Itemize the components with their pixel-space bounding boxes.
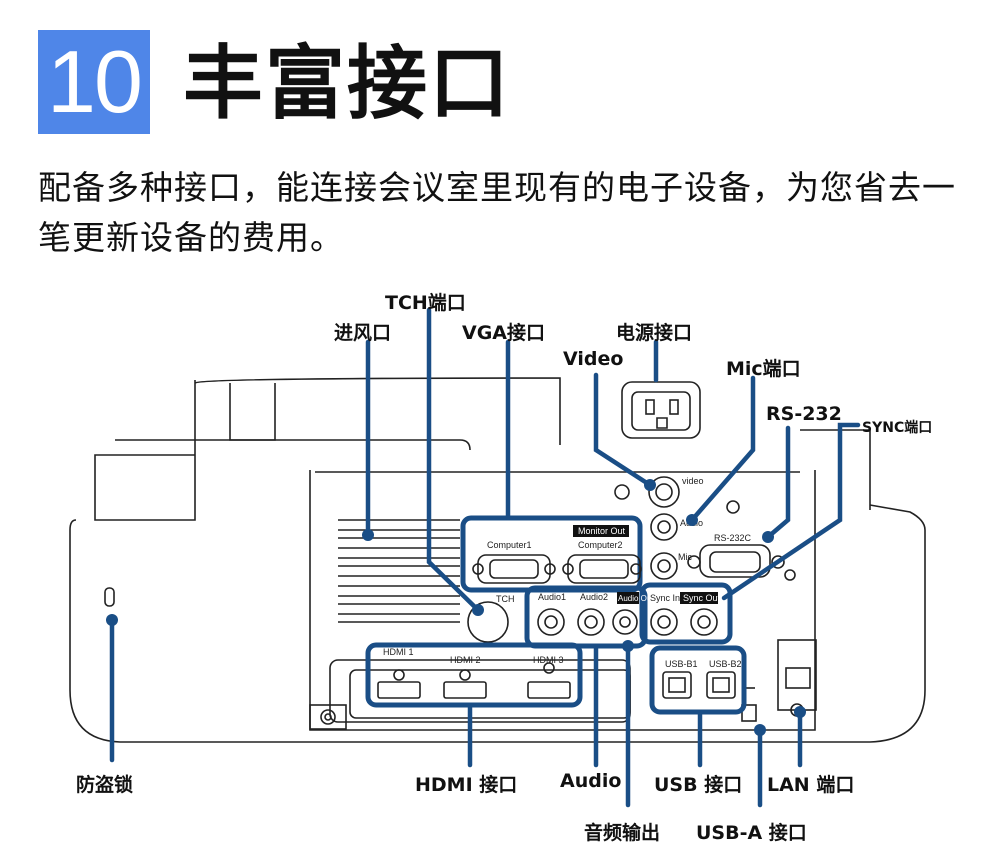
sync-highlight-box [639,582,733,645]
lan-callout: LAN 端口 [767,774,855,796]
rs232c-port-label: RS-232C [714,533,752,543]
audio-highlight-box [524,585,648,649]
section-number-badge: 10 [38,30,150,134]
hdmi-highlight-box [365,642,583,708]
audio-out-port-label: Audio Out [618,594,654,603]
rs232-callout: RS-232 [766,403,842,425]
hdmi3-port-label: HDMI 3 [533,655,564,665]
tch-callout: TCH端口 [385,292,466,314]
vga-callout: VGA接口 [462,322,546,344]
power-callout: 电源接口 [616,322,693,344]
sync-callout: SYNC端口 [862,420,933,436]
computer2-label: Computer2 [578,540,623,550]
tch-port-label: TCH [496,594,515,604]
video-callout: Video [563,348,624,370]
video-leader [593,372,653,488]
vent-callout: 进风口 [334,322,392,344]
sync-out-port-label: Sync Out [683,593,721,603]
hdmi-callout: HDMI 接口 [415,774,518,796]
computer1-label: Computer1 [487,540,532,550]
monitor-out-label: Monitor Out [578,526,626,536]
usb-highlight-box [649,645,747,715]
rs232-leader [765,425,791,540]
usb-a-callout: USB-A 接口 [696,822,807,844]
tch-leader [426,307,481,613]
description-text: 配备多种接口，能连接会议室里现有的电子设备，为您省去一笔更新设备的费用。 [38,168,956,257]
mic-port-label: Mic [678,552,692,562]
audio1-port-label: Audio1 [538,592,566,602]
sync-in-port-label: Sync In [650,593,680,603]
usb-callout: USB 接口 [654,774,743,796]
usb-b2-port-label: USB-B2 [709,659,742,669]
video-port-label: video [682,476,704,486]
audio2-port-label: Audio2 [580,592,608,602]
hdmi1-port-label: HDMI 1 [383,647,414,657]
sync-leader [721,422,861,601]
hdmi2-port-label: HDMI 2 [450,655,481,665]
mic-leader [689,375,756,523]
mic-callout: Mic端口 [726,358,801,380]
page-title: 丰富接口 [183,37,511,130]
lock-callout: 防盗锁 [76,774,134,796]
audio-callout: Audio [560,770,622,792]
usb-b1-port-label: USB-B1 [665,659,698,669]
audio-out-callout: 音频输出 [584,822,661,844]
